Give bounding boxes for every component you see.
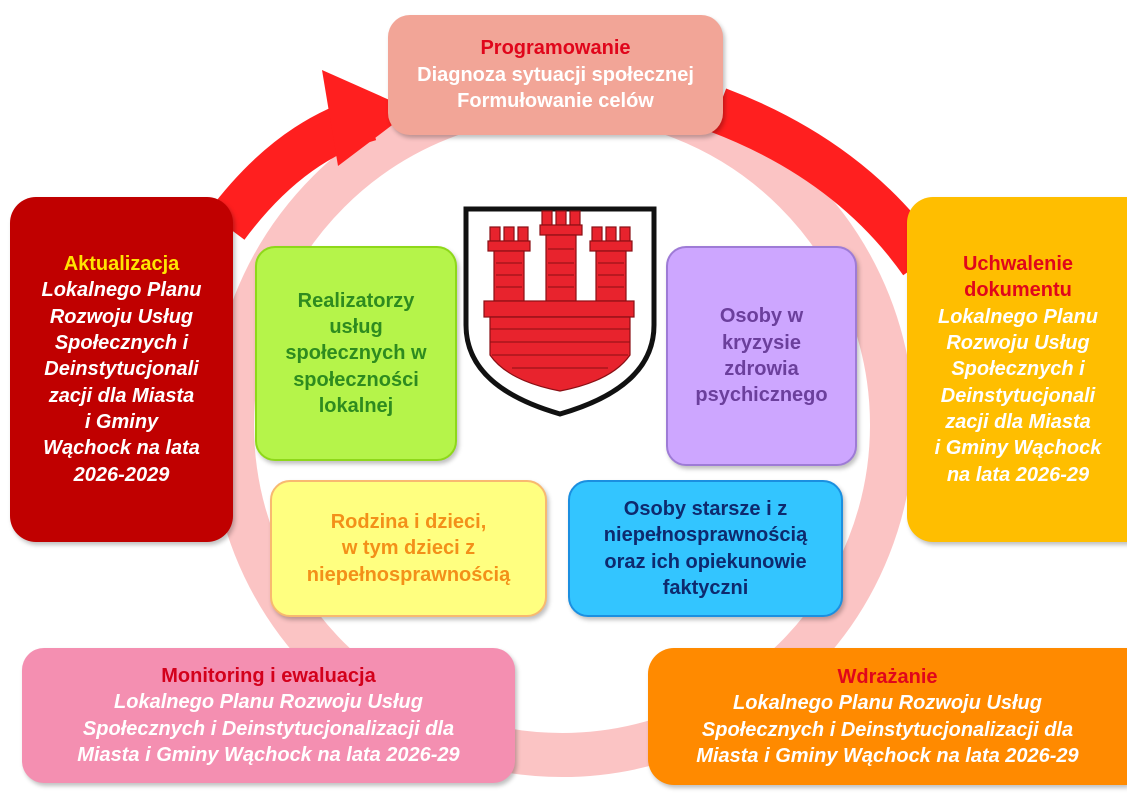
stage-programowanie: Programowanie Diagnoza sytuacji społeczn… [388,15,723,135]
coat-of-arms-icon [463,206,657,417]
stage-aktualizacja-line: Rozwoju Usług [49,305,194,328]
group-realizatorzy-line: lokalnej [318,395,394,418]
group-seniorzy-line: niepełnosprawnością [603,524,808,547]
stage-wdrazanie-line: Społecznych i Deinstytucjonalizacji dla [701,718,1074,741]
stage-aktualizacja-line: Społecznych i [54,331,189,354]
cycle-arrow-right [709,88,941,276]
castle [483,210,635,392]
stage-wdrazanie-title: Wdrażanie [837,665,938,688]
group-realizatorzy: Realizatorzy usług społecznych w społecz… [255,246,457,461]
stage-aktualizacja: Aktualizacja Lokalnego Planu Rozwoju Usł… [10,197,233,542]
stage-uchwalenie-line: Społecznych i [951,358,1085,381]
stage-monitoring-line: Społecznych i Deinstytucjonalizacji dla [82,717,455,740]
stage-aktualizacja-line: zacji dla Miasta [48,384,195,407]
stage-programowanie-line: Formułowanie celów [457,90,654,113]
stage-uchwalenie-line: i Gminy Wąchock [934,437,1102,460]
group-rodzina: Rodzina i dzieci, w tym dzieci z niepełn… [270,480,547,617]
stage-wdrazanie-line: Lokalnego Planu Rozwoju Usług [733,692,1042,715]
group-kryzys-line: zdrowia [724,358,799,380]
stage-uchwalenie-title: Uchwalenie [962,252,1074,275]
castle-bricks [490,248,630,369]
group-rodzina-line: Rodzina i dzieci, [330,510,487,533]
stage-uchwalenie: Uchwalenie dokumentu Lokalnego Planu Roz… [907,197,1127,542]
group-seniorzy-line: faktyczni [662,576,749,599]
group-kryzys-line: kryzysie [722,331,801,354]
stage-aktualizacja-line: Deinstytucjonali [44,358,199,381]
group-realizatorzy-line: społecznych w [285,342,427,365]
stage-aktualizacja-line: 2026-2029 [73,463,170,486]
group-kryzys: Osoby w kryzysie zdrowia psychicznego [666,246,857,466]
group-rodzina-line: niepełnosprawnością [306,563,511,586]
stage-uchwalenie-line: Deinstytucjonali [940,384,1096,407]
group-realizatorzy-line: Realizatorzy [297,289,415,312]
stage-uchwalenie-line: na lata 2026-29 [946,463,1090,486]
stage-uchwalenie-title: dokumentu [964,279,1072,302]
group-realizatorzy-line: usług [329,315,383,338]
stage-uchwalenie-line: zacji dla Miasta [945,411,1091,434]
stage-programowanie-title: Programowanie [480,37,631,60]
stage-aktualizacja-line: i Gminy [84,411,159,434]
stage-aktualizacja-line: Lokalnego Planu [41,279,202,302]
stage-aktualizacja-line: Wąchock na lata [43,437,200,460]
stage-wdrazanie-line: Miasta i Gminy Wąchock na lata 2026-29 [696,744,1079,767]
stage-uchwalenie-line: Rozwoju Usług [946,331,1090,354]
stage-monitoring-line: Lokalnego Planu Rozwoju Usług [114,691,423,714]
group-kryzys-line: psychicznego [695,384,828,407]
group-rodzina-line: w tym dzieci z [341,537,476,560]
stage-uchwalenie-line: Lokalnego Planu [937,305,1099,328]
stage-aktualizacja-title: Aktualizacja [63,252,180,275]
stage-monitoring-line: Miasta i Gminy Wąchock na lata 2026-29 [77,743,460,766]
stage-wdrazanie: Wdrażanie Lokalnego Planu Rozwoju Usług … [648,648,1127,785]
group-seniorzy-line: Osoby starsze i z [623,497,788,520]
cycle-arrowhead [322,70,412,166]
group-realizatorzy-line: społeczności [293,368,419,391]
stage-monitoring: Monitoring i ewaluacja Lokalnego Planu R… [22,648,515,783]
group-seniorzy: Osoby starsze i z niepełnosprawnością or… [568,480,843,617]
stage-monitoring-title: Monitoring i ewaluacja [161,664,376,687]
group-seniorzy-line: oraz ich opiekunowie [604,550,807,573]
stage-programowanie-line: Diagnoza sytuacji społecznej [417,63,694,86]
group-kryzys-line: Osoby w [719,305,804,328]
